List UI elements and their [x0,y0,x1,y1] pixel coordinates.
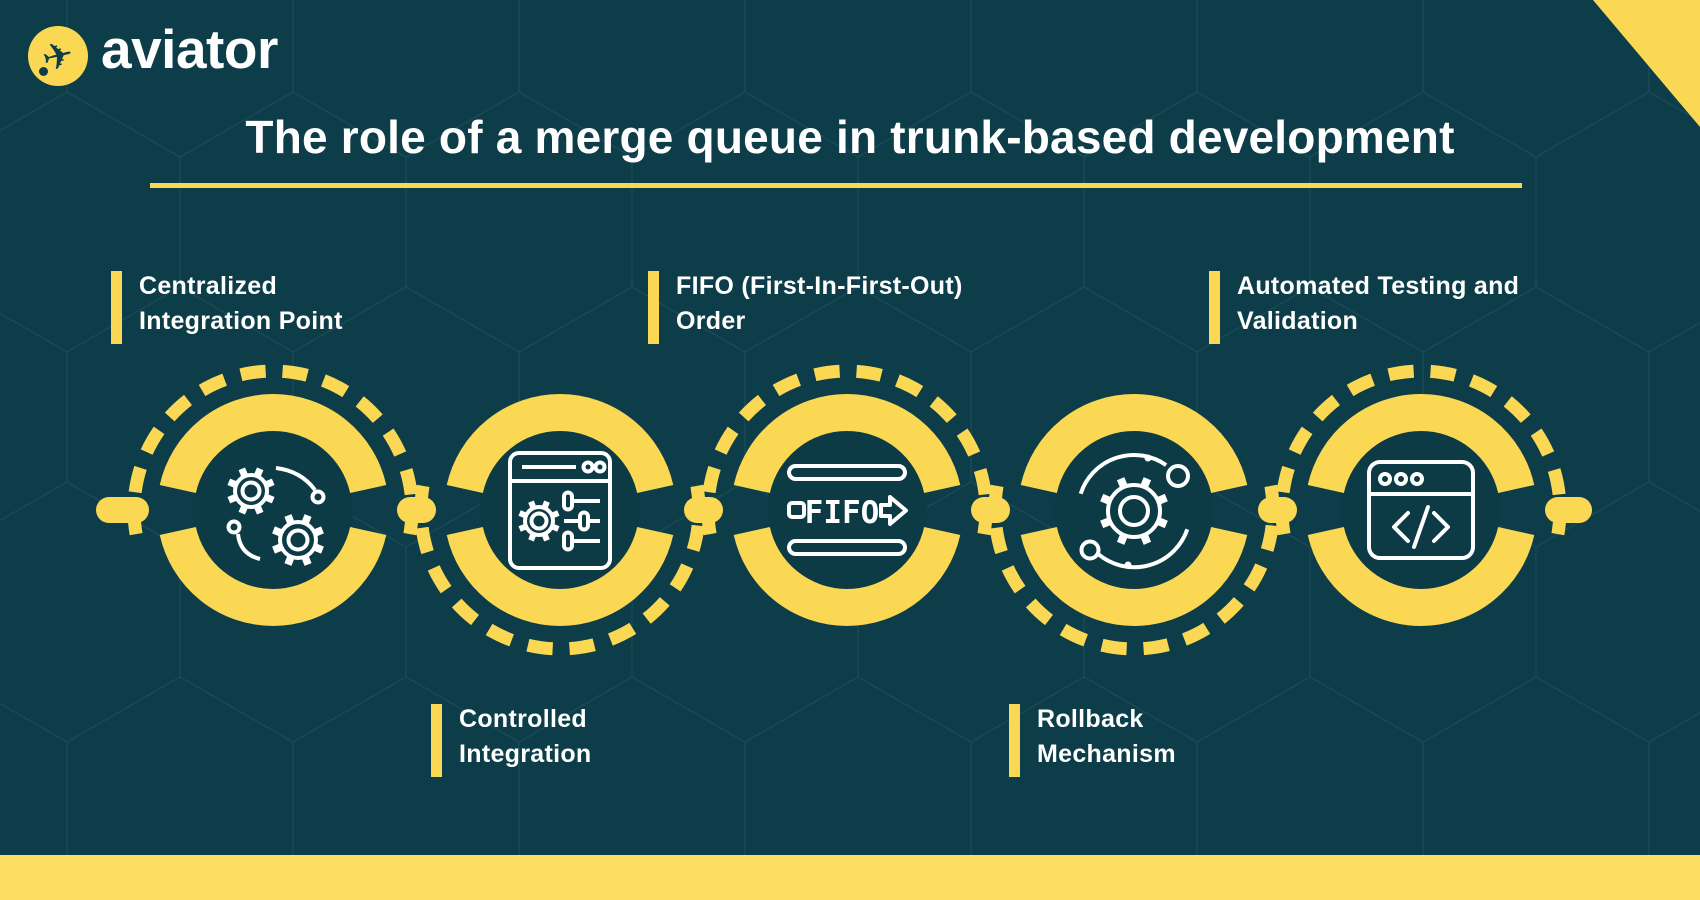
label-line: Integration [459,740,592,768]
label-line: Integration Point [139,307,343,335]
label-line: Order [676,307,746,335]
fifo-order-node: FIFO [701,364,993,626]
label-line: Controlled [459,705,587,733]
label-line: Centralized [139,272,278,300]
logo-dot [39,67,48,76]
accent-bar [111,271,122,344]
controlled-integration-node [414,394,706,656]
bottom-accent-bar [0,855,1700,900]
label-line: FIFO (First-In-First-Out) [676,272,963,300]
aviator-logo: ✈ [28,26,88,86]
fifo-arrow-icon: FIFO [787,464,908,556]
browser-settings-icon [508,451,612,570]
label-fifo-order: FIFO (First-In-First-Out) Order [648,271,963,344]
label-line: Rollback [1037,705,1144,733]
centralized-integration-point-node [127,364,419,626]
fifo-text: FIFO [805,495,880,531]
brand-wordmark: aviator [101,18,278,80]
accent-bar [1209,271,1220,344]
label-line: Validation [1237,307,1359,335]
title-underline [150,183,1522,188]
label-line: Mechanism [1037,740,1176,768]
gears-integration-icon [226,466,326,566]
accent-bar [648,271,659,344]
automated-testing-validation-node [1275,364,1567,626]
rollback-gear-icon [1078,453,1190,570]
label-line: Automated Testing and [1237,272,1520,300]
rollback-mechanism-node [988,394,1280,656]
accent-bar [431,704,442,777]
accent-bar [1009,704,1020,777]
code-window-icon [1367,460,1475,560]
page-title: The role of a merge queue in trunk-based… [245,111,1455,163]
